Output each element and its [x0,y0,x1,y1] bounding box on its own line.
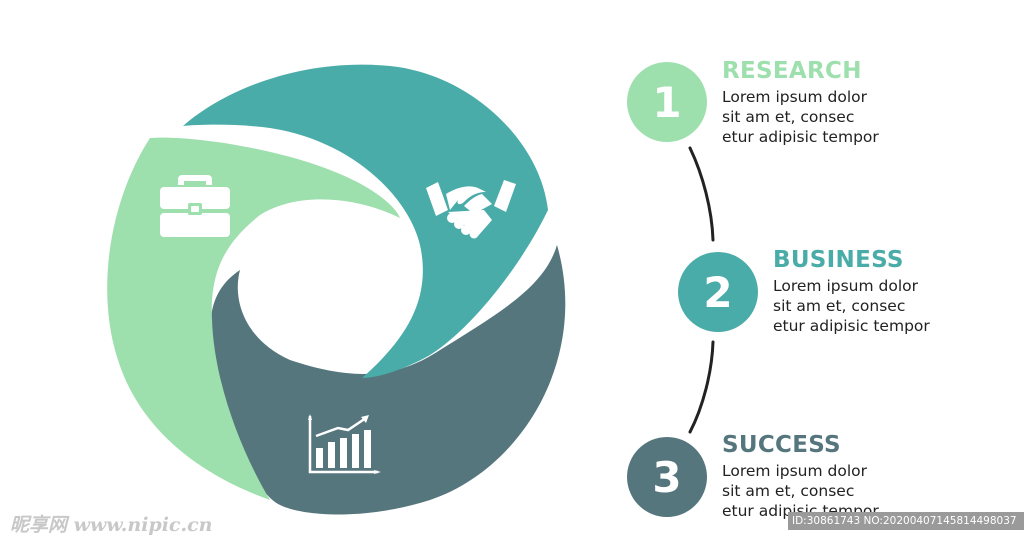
step-2-line-3: etur adipisic tempor [773,317,930,335]
step-1-title: RESEARCH [722,58,862,84]
step-2-description: Lorem ipsum dolor sit am et, consec etur… [773,276,1013,336]
step-1-line-2: sit am et, consec [722,108,855,126]
handshake-icon [426,180,516,239]
cycle-wheel [107,64,566,515]
step-3-line-1: Lorem ipsum dolor [722,462,867,480]
watermark-site: 昵享网 www.nipic.cn [10,514,213,536]
step-2-line-2: sit am et, consec [773,297,906,315]
briefcase-icon [160,175,230,237]
step-1-line-3: etur adipisic tempor [722,128,879,146]
connector-line-2-3 [688,340,715,434]
step-1-text: RESEARCH Lorem ipsum dolor sit am et, co… [722,58,962,147]
step-1-description: Lorem ipsum dolor sit am et, consec etur… [722,87,962,147]
step-3-description: Lorem ipsum dolor sit am et, consec etur… [722,461,962,521]
growth-chart-icon [308,414,381,474]
step-3-circle: 3 [627,437,707,517]
step-3-number: 3 [652,452,682,502]
step-3-title: SUCCESS [722,432,841,458]
step-2-text: BUSINESS Lorem ipsum dolor sit am et, co… [773,247,1013,336]
connector-line-1-2 [688,146,715,242]
step-1-circle: 1 [627,62,707,142]
wheel-segment-success [210,245,566,515]
step-3-line-2: sit am et, consec [722,482,855,500]
step-3-text: SUCCESS Lorem ipsum dolor sit am et, con… [722,432,962,521]
step-2-number: 2 [703,267,733,317]
wheel-segment-business [183,64,548,378]
step-1-line-1: Lorem ipsum dolor [722,88,867,106]
step-2-line-1: Lorem ipsum dolor [773,277,918,295]
step-2-circle: 2 [678,252,758,332]
step-1-number: 1 [652,77,682,127]
watermark-id: ID:30861743 NO:20200407145814498037 [788,512,1024,530]
step-2-title: BUSINESS [773,247,904,273]
